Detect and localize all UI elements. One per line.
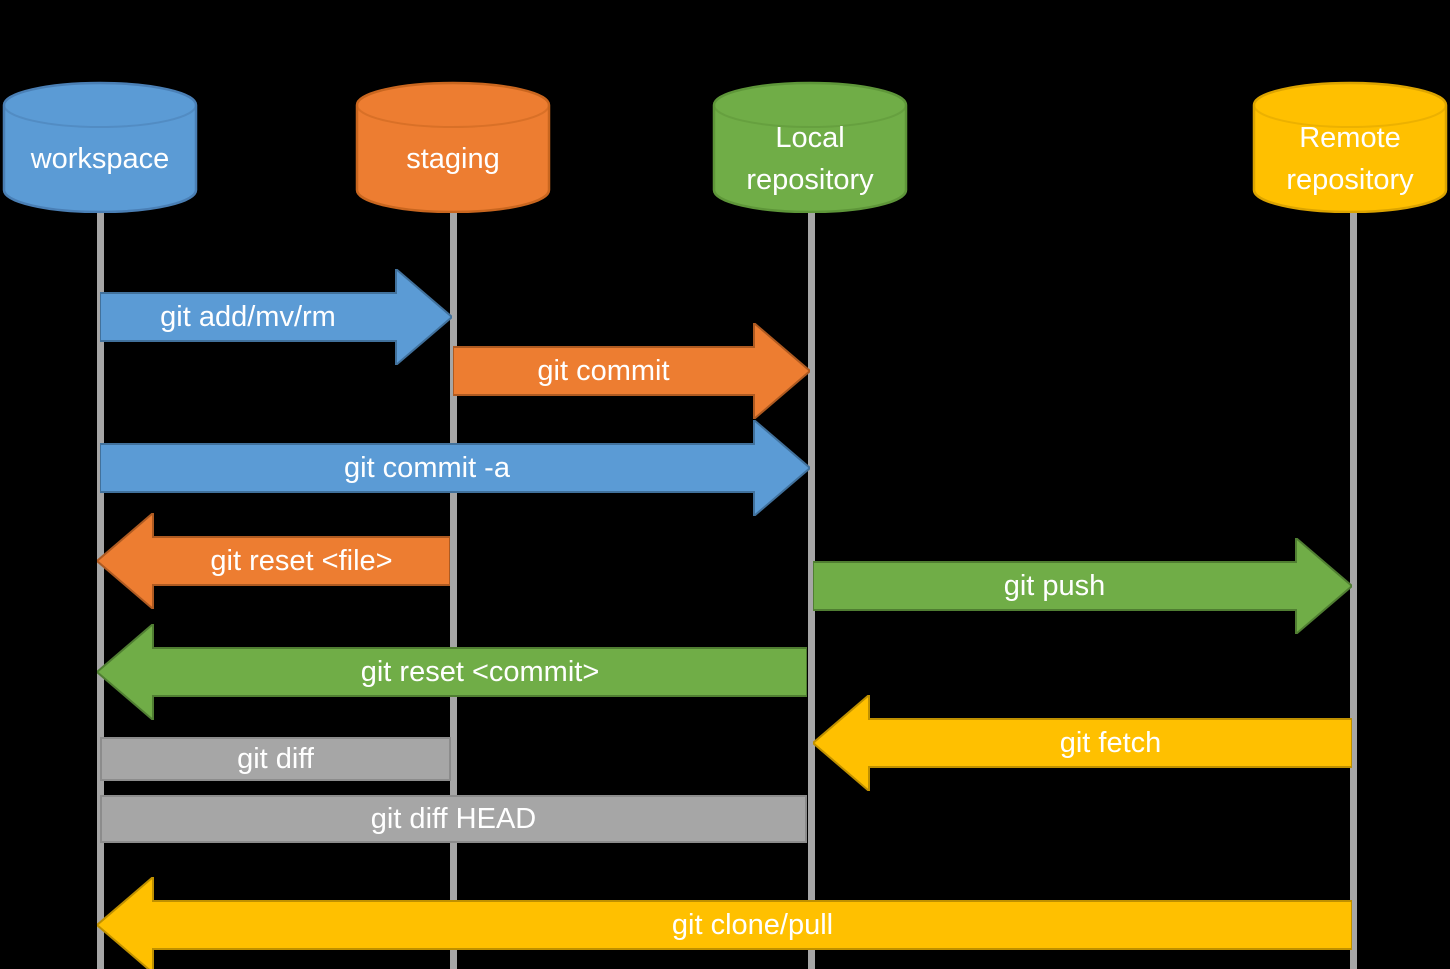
timeline-local-repository: [808, 210, 815, 969]
right-arrow-shape: [100, 420, 810, 516]
bar-git-diff-head: git diff HEAD: [100, 795, 807, 843]
timeline-workspace: [97, 210, 104, 969]
arrow-git-fetch: git fetch: [813, 695, 1352, 791]
arrow-git-reset-commit: git reset <commit>: [97, 624, 807, 720]
left-arrow-shape: [97, 877, 1352, 969]
arrow-git-reset-file: git reset <file>: [97, 513, 450, 609]
node-local-repository: Local repository: [712, 80, 908, 213]
node-label-local-repository: Local repository: [712, 110, 908, 209]
arrow-label: git diff HEAD: [370, 802, 537, 835]
database-cylinder-icon: [2, 81, 198, 213]
bar-shape: [100, 795, 807, 843]
node-label-text: workspace: [30, 142, 170, 175]
arrow-label: git reset <file>: [210, 544, 393, 577]
node-remote-repository: Remote repository: [1252, 80, 1448, 213]
arrow-label: git commit -a: [344, 451, 510, 484]
bar-shape: [100, 737, 451, 781]
node-label-remote-repository: Remote repository: [1252, 110, 1448, 209]
node-label-text: Local: [775, 122, 845, 155]
node-workspace: workspace: [2, 80, 198, 213]
node-label-staging: staging: [355, 110, 551, 209]
right-arrow-shape: [813, 538, 1352, 634]
arrow-label: git diff: [237, 742, 314, 775]
database-cylinder-icon: [355, 81, 551, 213]
node-label-text: repository: [1286, 163, 1414, 196]
arrow-label: git push: [1003, 569, 1106, 602]
left-arrow-shape: [97, 624, 807, 720]
arrow-git-clone-pull: git clone/pull: [97, 877, 1352, 969]
bar-git-diff: git diff: [100, 737, 451, 781]
arrow-git-commit-a: git commit -a: [100, 420, 810, 516]
node-label-text: Remote: [1299, 122, 1401, 155]
database-cylinder-icon: [712, 81, 908, 213]
arrow-label: git reset <commit>: [360, 655, 600, 688]
arrow-label: git fetch: [1059, 726, 1162, 759]
arrow-git-add-mv-rm: git add/mv/rm: [100, 269, 452, 365]
node-label-text: repository: [746, 163, 874, 196]
arrow-label: git clone/pull: [671, 908, 834, 941]
node-label-workspace: workspace: [2, 110, 198, 209]
timeline-remote-repository: [1350, 210, 1357, 969]
right-arrow-shape: [453, 323, 810, 419]
node-label-text: staging: [406, 142, 500, 175]
arrow-label: git add/mv/rm: [160, 300, 336, 333]
database-cylinder-icon: [1252, 81, 1448, 213]
left-arrow-shape: [97, 513, 450, 609]
arrow-git-commit: git commit: [453, 323, 810, 419]
right-arrow-shape: [100, 269, 452, 365]
node-staging: staging: [355, 80, 551, 213]
arrow-label: git commit: [537, 354, 670, 387]
left-arrow-shape: [813, 695, 1352, 791]
arrow-git-push: git push: [813, 538, 1352, 634]
timeline-staging: [450, 210, 457, 969]
